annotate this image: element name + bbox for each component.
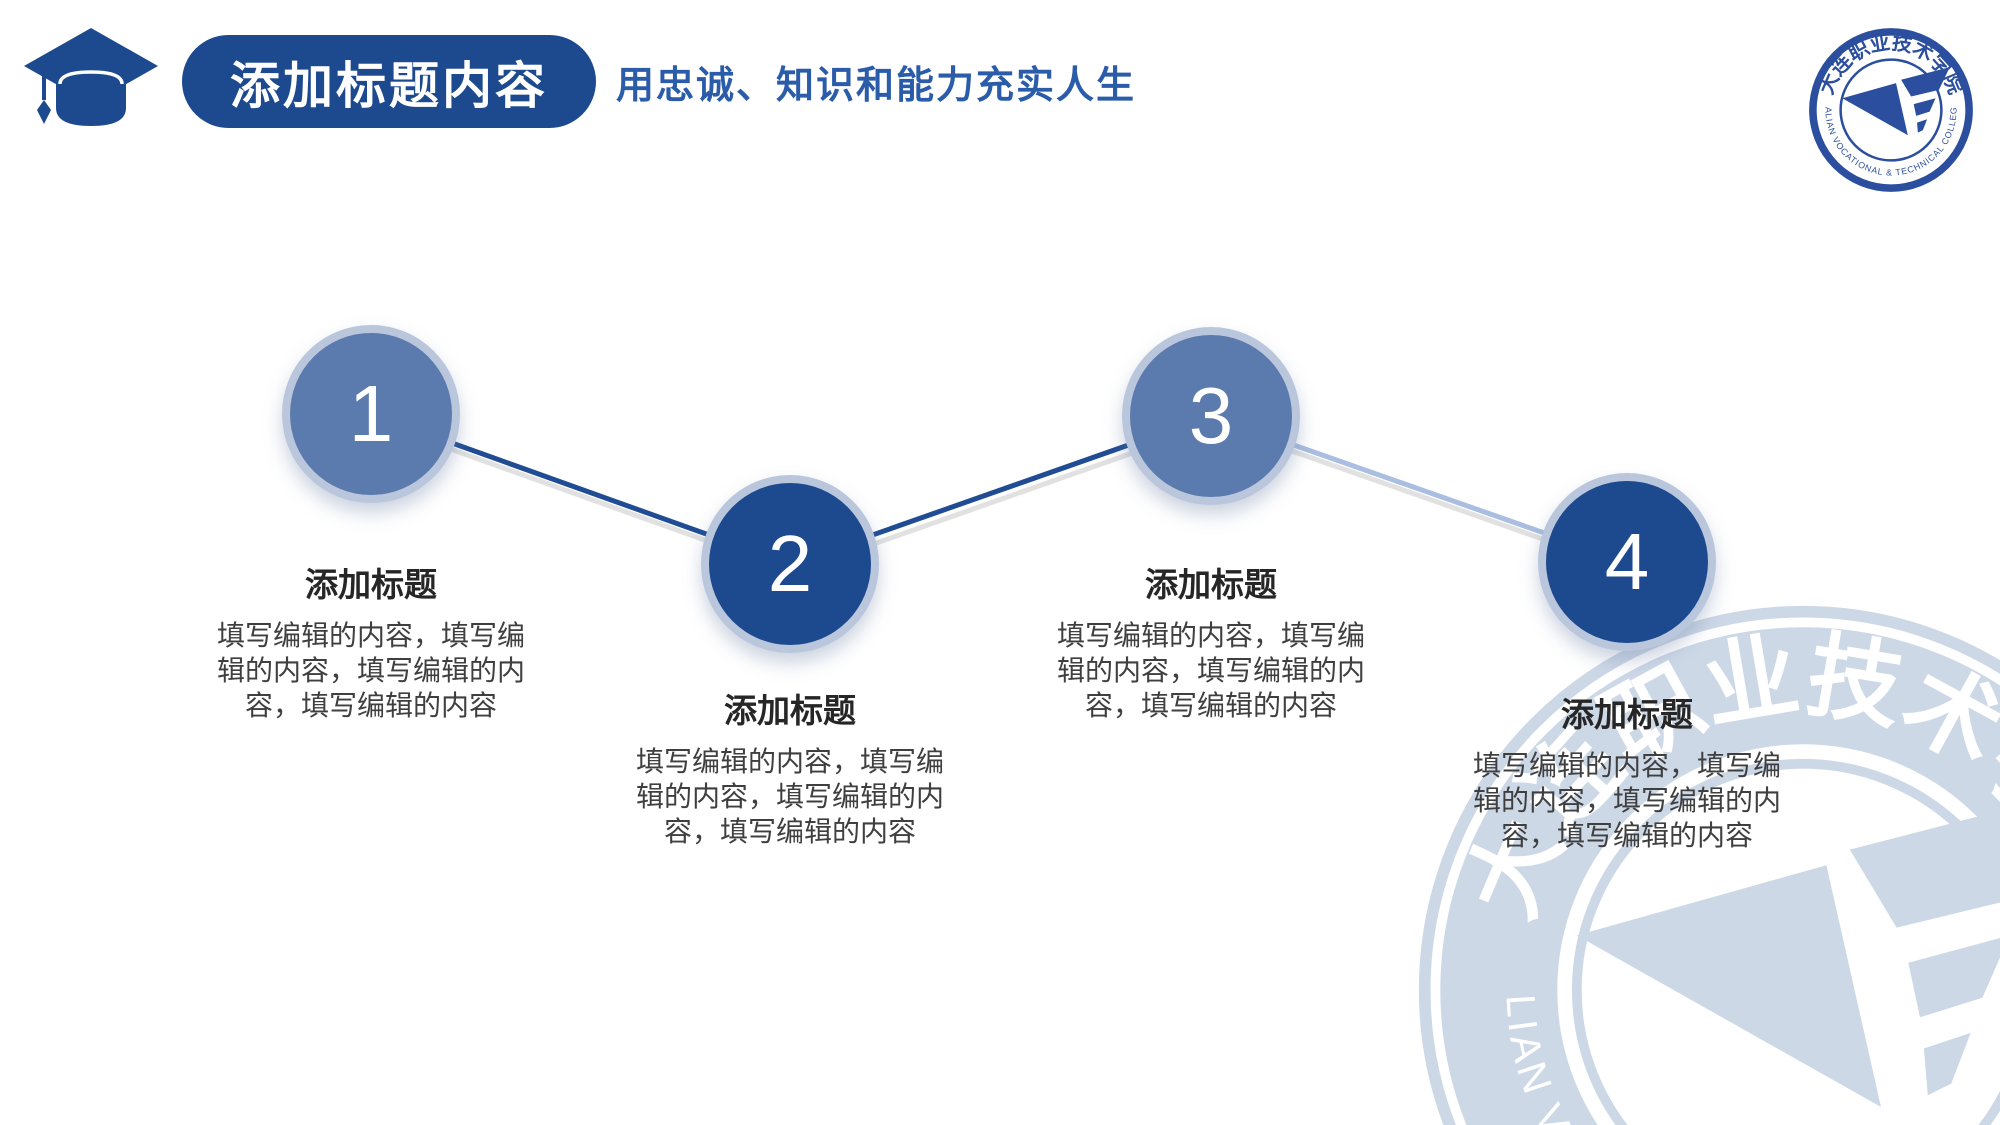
graduation-cap-icon — [24, 28, 158, 126]
college-logo-icon: 大连职业技术学院 DALIAN VOCATIONAL & TECHNICAL C… — [1807, 26, 1973, 192]
step-title: 添加标题 — [1145, 566, 1277, 603]
timeline-step-label-3: 添加标题 填写编辑的内容，填写编辑的内容，填写编辑的内容，填写编辑的内容 — [1036, 558, 1386, 723]
timeline-step-label-1: 添加标题 填写编辑的内容，填写编辑的内容，填写编辑的内容，填写编辑的内容 — [196, 558, 546, 723]
slide-title: 添加标题内容 — [230, 57, 548, 114]
step-description: 填写编辑的内容，填写编辑的内容，填写编辑的内容，填写编辑的内容 — [216, 620, 525, 721]
timeline-step-circle-2: 2 — [701, 475, 879, 653]
step-title: 添加标题 — [724, 692, 856, 729]
step-description: 填写编辑的内容，填写编辑的内容，填写编辑的内容，填写编辑的内容 — [1056, 620, 1365, 721]
timeline-step-label-2: 添加标题 填写编辑的内容，填写编辑的内容，填写编辑的内容，填写编辑的内容 — [615, 684, 965, 849]
step-number-3: 3 — [1188, 371, 1234, 460]
timeline-step-circle-3: 3 — [1122, 327, 1300, 505]
step-number-4: 4 — [1604, 517, 1650, 606]
timeline-step-label-4: 添加标题 填写编辑的内容，填写编辑的内容，填写编辑的内容，填写编辑的内容 — [1452, 688, 1802, 853]
college-logo-watermark-icon: 大连职业技术学院 DALIAN VOCATIONAL & TECHNICAL C… — [1413, 600, 2000, 1125]
step-number-2: 2 — [767, 519, 813, 608]
step-title: 添加标题 — [305, 566, 437, 603]
step-number-1: 1 — [348, 369, 394, 458]
slide-subtitle: 用忠诚、知识和能力充实人生 — [616, 65, 1137, 107]
step-title: 添加标题 — [1561, 696, 1693, 733]
timeline-step-circle-1: 1 — [282, 325, 460, 503]
slide-title-badge: 添加标题内容 — [182, 35, 596, 128]
timeline-step-circle-4: 4 — [1538, 473, 1716, 651]
step-description: 填写编辑的内容，填写编辑的内容，填写编辑的内容，填写编辑的内容 — [635, 746, 944, 847]
step-description: 填写编辑的内容，填写编辑的内容，填写编辑的内容，填写编辑的内容 — [1472, 750, 1781, 851]
